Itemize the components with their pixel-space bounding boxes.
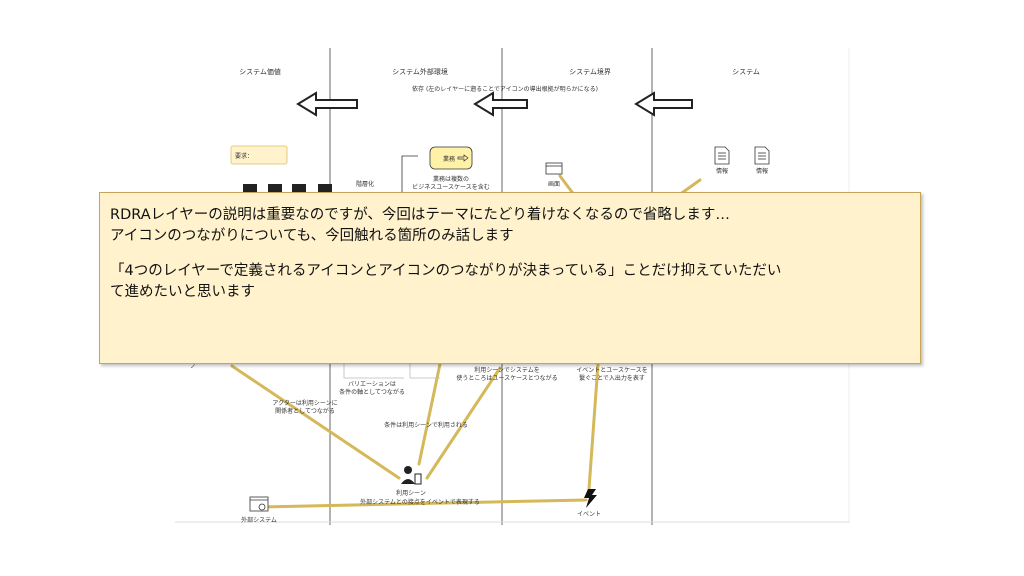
event-note-1: イベントとユースケースを: [576, 367, 647, 374]
callout-line-3: 「4つのレイヤーで定義されるアイコンとアイコンのつながりが決まっている」ことだけ…: [110, 263, 782, 279]
actor-icon-fragment: ノ: [190, 363, 196, 370]
business-note-2: ビジネスユースケースを含む: [412, 183, 489, 191]
usage-note-1: 利用シーンでシステムを: [474, 366, 540, 374]
hierarchy-label: 階層化: [356, 180, 374, 188]
lane-title-system: システム: [732, 68, 760, 76]
usage-scene-note: 外部システムとの接点をイベントで表現する: [360, 498, 480, 506]
usage-scene-label: 利用シーン: [396, 489, 426, 497]
business-label: 業務: [443, 155, 455, 163]
rdra-logo-fragment: [243, 184, 332, 192]
business-note-1: 業務は複数の: [433, 175, 469, 183]
external-system-label: 外部システム: [241, 516, 277, 524]
business-arrow-icon: [457, 154, 469, 162]
variation-note-2: 条件の軸としてつながる: [339, 388, 405, 396]
callout-line-4: て進めたいと思います: [110, 284, 255, 300]
event-note-2: 繋ぐことで入出力を表す: [579, 374, 645, 382]
callout-line-2: アイコンのつながりについても、今回触れる箇所のみ話します: [110, 228, 514, 244]
information-doc-icon: [754, 146, 770, 165]
lane-title-environment: システム外部環境: [392, 67, 448, 76]
variation-note-1: バリエーションは: [348, 381, 396, 388]
requirement-box: [230, 145, 288, 165]
actor-note-1: アクターは利用シーンに: [272, 399, 337, 407]
callout-spacer: [110, 247, 910, 261]
dependency-arrow-right-icon: [634, 91, 693, 117]
business-box: [429, 146, 473, 170]
explanation-callout: RDRAレイヤーの説明は重要なのですが、今回はテーマにたどり着けなくなるので省略…: [99, 192, 921, 364]
event-lightning-icon: [584, 489, 597, 508]
information-doc-icon: [714, 146, 730, 165]
information-label-2: 情報: [756, 167, 768, 175]
dependency-note: 依存 (左のレイヤーに遡ることでアイコンの導出根拠が明らかになる): [412, 85, 598, 93]
usage-bracket: [409, 364, 440, 379]
screen-label: 画面: [548, 181, 560, 188]
lane-title-boundary: システム境界: [569, 67, 611, 76]
requirement-label: 要求：: [235, 152, 253, 160]
link-lines: [230, 174, 702, 509]
external-system-icon: [249, 496, 269, 512]
usage-note-2: 使うところはユースケースとつながる: [456, 374, 557, 382]
condition-note: 条件は利用シーンで利用される: [384, 421, 468, 429]
actor-note-2: 関係者としてつながる: [275, 407, 335, 415]
usage-scene-icon: [401, 466, 422, 485]
hierarchy-bracket: [401, 155, 418, 196]
lane-title-value: システム価値: [239, 67, 281, 76]
callout-line-1: RDRAレイヤーの説明は重要なのですが、今回はテーマにたどり着けなくなるので省略…: [110, 207, 730, 223]
event-label: イベント: [577, 511, 601, 518]
information-label-1: 情報: [716, 167, 728, 175]
variation-bracket: [343, 364, 404, 379]
screen-icon: [545, 162, 563, 175]
dependency-arrow-left-icon: [296, 91, 358, 117]
dependency-arrow-middle-icon: [473, 91, 528, 117]
